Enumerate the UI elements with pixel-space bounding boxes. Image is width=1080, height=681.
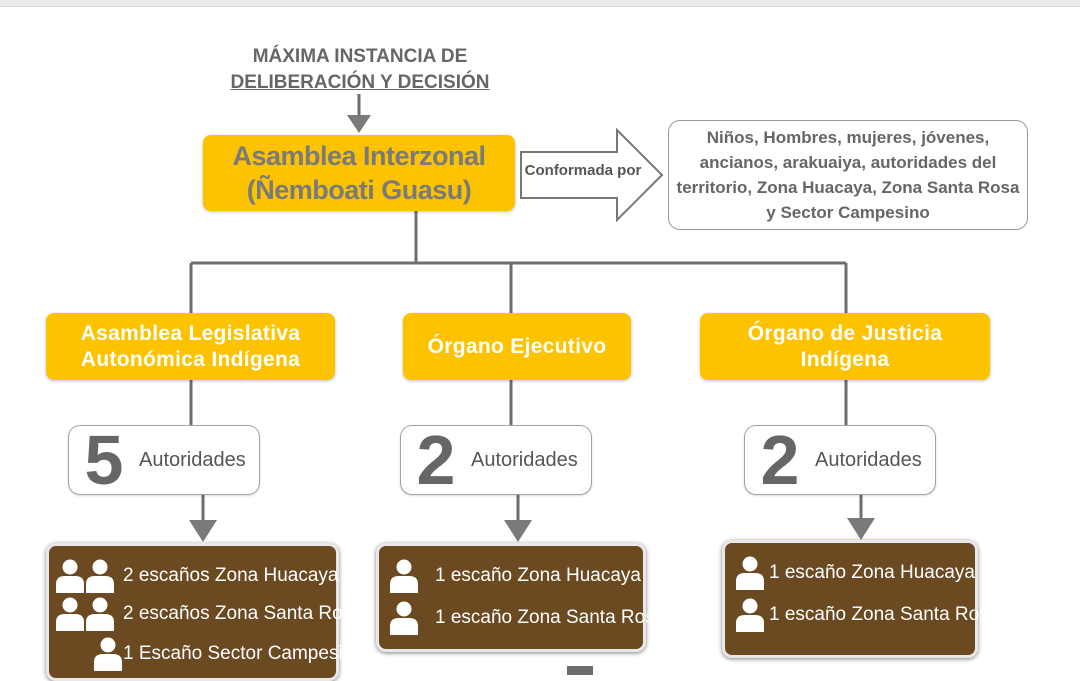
autoridades-label: Autoridades [139, 448, 246, 471]
ejecutivo-line1: Órgano Ejecutivo [427, 334, 607, 358]
seats-legislativa: 2 escaños Zona Huacaya 2 escaños Zona Sa… [46, 543, 364, 681]
main-line1: Asamblea Interzonal [232, 141, 486, 171]
autoridades-label: Autoridades [815, 448, 922, 471]
justicia-line1: Órgano de Justicia [747, 321, 943, 345]
person-icons [735, 597, 769, 633]
person-icon [56, 597, 84, 631]
autoridades-justicia: 2 Autoridades [744, 425, 936, 495]
seat-row: 2 escaños Zona Huacaya [55, 558, 338, 594]
seats-ejecutivo: 1 escaño Zona Huacaya 1 escaño Zona Sant… [376, 543, 665, 652]
seat-text: 1 escaño Zona Santa Rosa [769, 604, 1000, 625]
organo-justicia-box: Órgano de Justicia Indígena [700, 313, 990, 380]
person-icon [736, 598, 764, 632]
person-icons [55, 596, 123, 632]
conformada-arrow [520, 128, 664, 222]
top-title-line2: DELIBERACIÓN Y DECISIÓN [230, 72, 490, 93]
main-line2: (Ñemboati Guasu) [246, 175, 472, 205]
person-icon [390, 559, 418, 593]
arrowhead-main [347, 115, 371, 133]
conformada-label: Conformada por [524, 162, 642, 179]
person-icon [736, 556, 764, 590]
autoridades-label: Autoridades [471, 448, 578, 471]
top-title: MÁXIMA INSTANCIA DE DELIBERACIÓN Y DECIS… [205, 44, 515, 96]
top-border [0, 0, 1080, 7]
seat-row: 1 escaño Zona Santa Rosa [389, 600, 665, 636]
autoridades-ejecutivo: 2 Autoridades [400, 425, 592, 495]
organo-ejecutivo-box: Órgano Ejecutivo [403, 313, 631, 380]
person-icons [735, 555, 769, 591]
seat-row: 2 escaños Zona Santa Rosa [55, 596, 363, 632]
arrow-shape [520, 128, 664, 222]
seat-row: 1 escaño Zona Santa Rosa [735, 597, 999, 633]
seat-text: 2 escaños Zona Santa Rosa [123, 603, 363, 624]
members-box: Niños, Hombres, mujeres, jóvenes, ancian… [668, 120, 1028, 230]
legislativa-line1: Asamblea Legislativa [80, 321, 301, 345]
legislativa-line2: Autonómica Indígena [80, 347, 301, 371]
arrowhead-leg [189, 520, 217, 542]
person-icon [94, 637, 122, 671]
autoridades-count: 2 [416, 421, 456, 499]
asamblea-legislativa-box: Asamblea Legislativa Autonómica Indígena [46, 313, 335, 380]
arrowhead-eje [504, 520, 532, 542]
seat-row: 1 Escaño Sector Campesino [55, 636, 364, 672]
autoridades-count: 2 [760, 421, 800, 499]
footer-mark [567, 666, 593, 675]
person-icon [390, 601, 418, 635]
person-icons [389, 558, 435, 594]
person-icons [55, 636, 123, 672]
seat-text: 1 Escaño Sector Campesino [123, 643, 364, 664]
seats-justicia: 1 escaño Zona Huacaya 1 escaño Zona Sant… [722, 540, 999, 658]
person-icons [389, 600, 435, 636]
person-icon [86, 597, 114, 631]
seat-row: 1 escaño Zona Huacaya [389, 558, 641, 594]
justicia-line2: Indígena [800, 347, 890, 371]
seat-row: 1 escaño Zona Huacaya [735, 555, 975, 591]
person-icons [55, 558, 123, 594]
seat-text: 1 escaño Zona Huacaya [769, 562, 975, 583]
seat-text: 2 escaños Zona Huacaya [123, 565, 339, 586]
arrowhead-jus [847, 518, 875, 540]
seat-text: 1 escaño Zona Santa Rosa [435, 607, 666, 628]
seat-text: 1 escaño Zona Huacaya [435, 565, 641, 586]
autoridades-legislativa: 5 Autoridades [68, 425, 260, 495]
autoridades-count: 5 [84, 421, 124, 499]
asamblea-interzonal-box: Asamblea Interzonal (Ñemboati Guasu) [203, 135, 515, 211]
person-icon [86, 559, 114, 593]
top-title-line1: MÁXIMA INSTANCIA DE [252, 46, 468, 67]
person-icon [56, 559, 84, 593]
members-text: Niños, Hombres, mujeres, jóvenes, ancian… [676, 128, 1020, 222]
